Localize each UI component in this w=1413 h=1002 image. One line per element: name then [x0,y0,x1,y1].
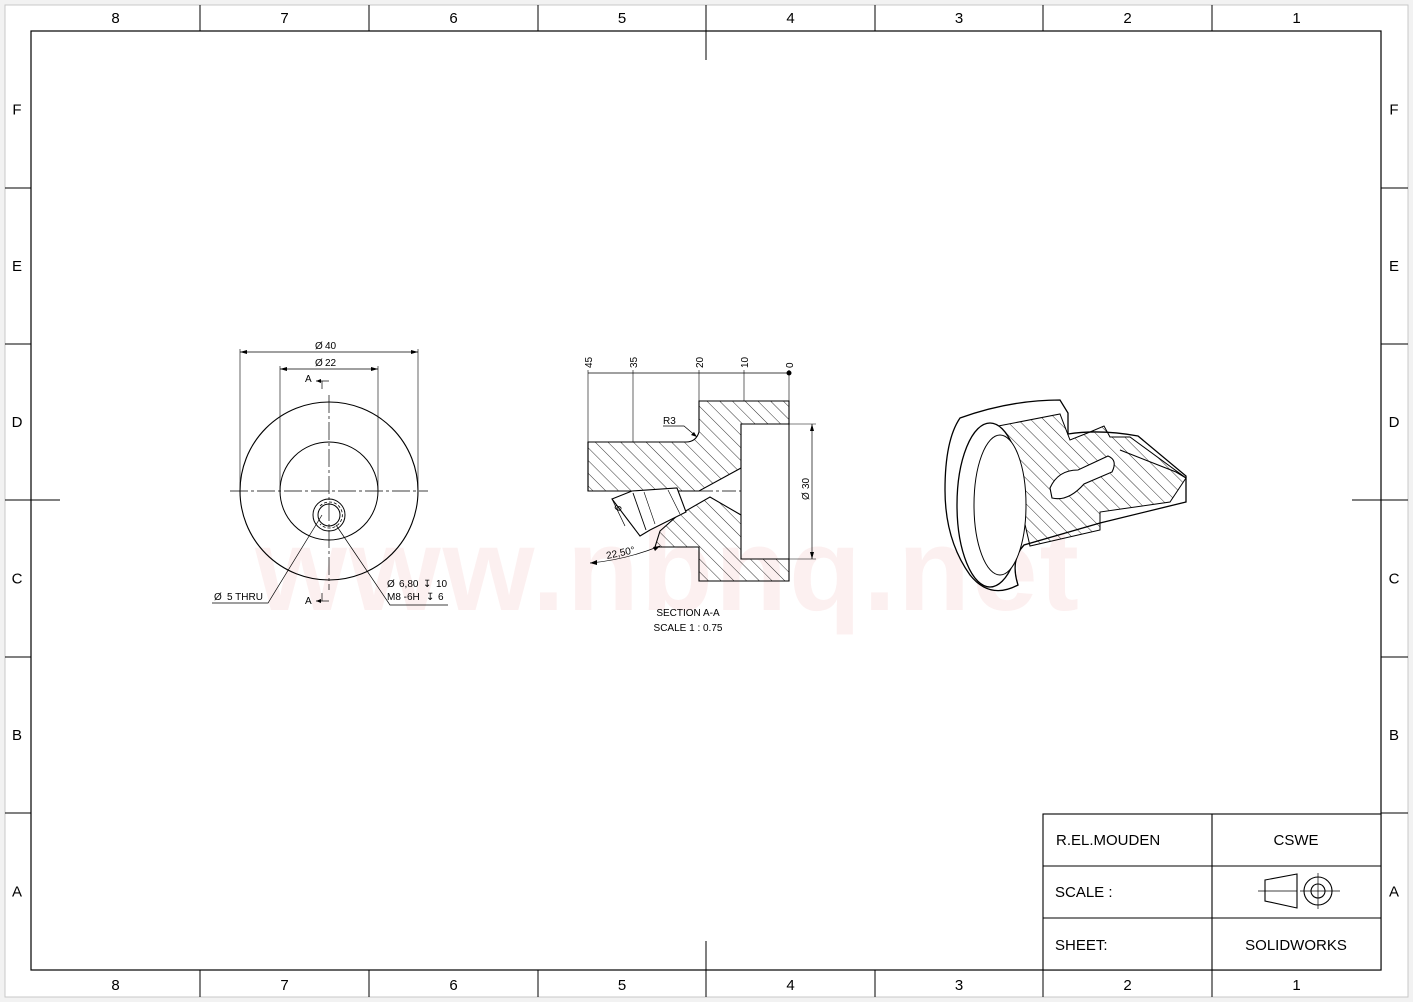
title-block-text: R.EL.MOUDEN CSWE SCALE : SHEET: SOLIDWOR… [1055,832,1347,954]
zone-column-label: 5 [618,977,626,994]
zone-column-label: 3 [955,977,963,994]
zone-row-label: A [12,884,22,901]
section-label-bottom: A [305,596,312,607]
zone-column-label: 5 [618,10,626,27]
callout-drill-dia: Ø [387,579,395,590]
dia-symbol-30: Ø [801,492,812,500]
zone-column-label: 7 [280,977,288,994]
section-arrow-top-head [316,379,321,383]
zone-row-label: F [12,102,21,119]
leader-thread [335,524,448,606]
hole-step-line [632,492,647,531]
front-view [212,349,448,606]
section-caption: SECTION A-A [656,608,720,619]
section-arrow-bottom-head [316,599,321,603]
ord-label-10: 10 [740,356,751,368]
dim-line-6 [611,498,626,527]
zone-column-label: 7 [280,10,288,27]
zone-column-label: 8 [111,977,119,994]
thread-line-1 [643,491,656,525]
zone-row-label: C [12,571,23,588]
callout-drill-depth-icon: ↧ [423,579,431,590]
zone-row-label: C [1389,571,1400,588]
thread-line-2 [667,489,681,515]
author-name: R.EL.MOUDEN [1056,832,1160,849]
callout-thru-dia: Ø [214,592,222,603]
callout-thread-depth-icon: ↧ [426,592,434,603]
zone-column-label: 1 [1292,10,1300,27]
dia-symbol-22: Ø [315,358,323,369]
ord-label-35: 35 [629,356,640,368]
zone-row-label: E [12,258,22,275]
callout-drill: 6,80 [399,579,419,590]
zone-column-label: 2 [1123,977,1131,994]
callout-drill-depth: 10 [436,579,448,590]
section-dims [587,370,816,565]
zone-column-label: 1 [1292,977,1300,994]
dim-text-40: 40 [325,341,337,352]
zone-column-label: 6 [449,10,457,27]
scale-label: SCALE : [1055,884,1113,901]
thread-arc [319,501,343,529]
section-label-top: A [305,374,312,385]
projection-cone-icon [1264,873,1298,909]
title-block [1042,813,1382,971]
iso-bore [973,434,1027,576]
iso-bore-edge [1119,449,1187,479]
software-label: SOLIDWORKS [1245,937,1347,954]
dim-text-22: 22 [325,358,337,369]
zone-column-label: 3 [955,10,963,27]
callout-thread: M8 -6H [387,592,420,603]
certification: CSWE [1274,832,1319,849]
ordinate-origin [786,370,792,376]
zone-column-label: 2 [1123,10,1131,27]
zone-row-label: E [1389,258,1399,275]
zone-row-label: B [12,727,22,744]
zone-column-label: 4 [786,977,794,994]
section-view [587,400,790,582]
ord-label-45: 45 [584,356,595,368]
sheet-label: SHEET: [1055,937,1108,954]
dim-text-30: 30 [801,477,812,489]
callout-thread-depth: 6 [438,592,444,603]
zone-row-label: D [1389,414,1400,431]
front-view-labels: Ø 40 Ø 22 A A Ø 5 THRU Ø 6,80 ↧ 10 M8 -6… [214,341,448,607]
callout-thru: 5 THRU [227,592,263,603]
dia-symbol-40: Ø [315,341,323,352]
section-scale: SCALE 1 : 0.75 [654,623,723,634]
zone-column-label: 6 [449,977,457,994]
zone-column-label: 4 [786,10,794,27]
iso-angled-hole [1049,455,1115,500]
zone-row-label: F [1389,102,1398,119]
ord-label-0: 0 [785,362,796,368]
radius-label: R3 [663,416,676,427]
zone-row-label: B [1389,727,1399,744]
angled-hole [611,487,687,537]
zone-row-label: A [1389,884,1399,901]
angle-arrows [590,546,660,565]
leader-r3-arrow [691,432,697,437]
zone-column-label: 8 [111,10,119,27]
leader-thru [212,514,323,604]
small-dim-label: 6 [613,503,625,513]
isometric-view [944,399,1187,592]
ord-label-20: 20 [695,356,706,368]
zone-row-label: D [12,414,23,431]
